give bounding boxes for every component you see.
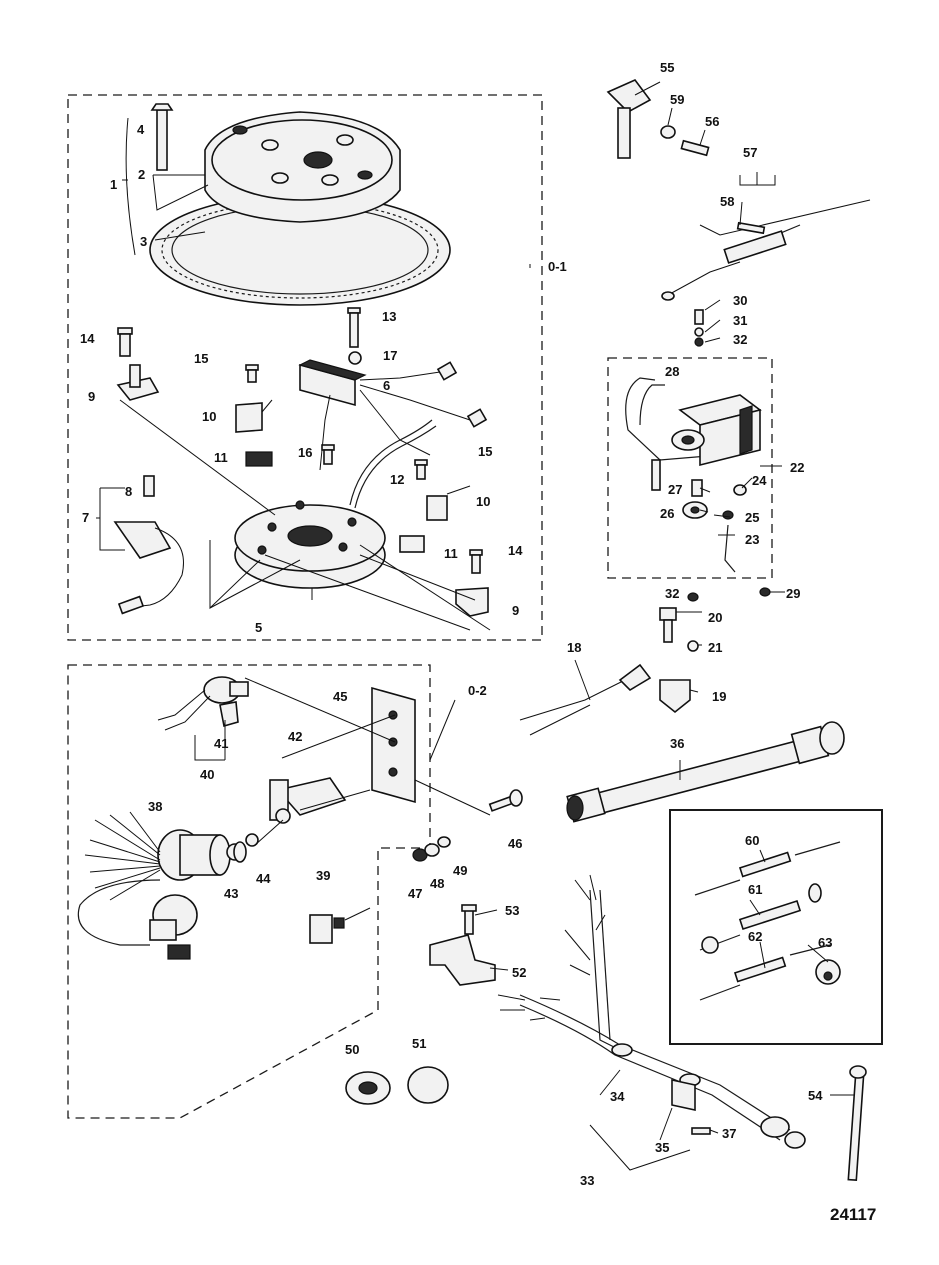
callout-54: 54 (808, 1088, 823, 1103)
main-harness (497, 874, 806, 1171)
callout-41: 41 (214, 736, 228, 751)
drawing-number: 24117 (830, 1205, 876, 1224)
stop-switch (113, 475, 184, 615)
trigger-left (116, 327, 273, 467)
callout-11a: 11 (214, 450, 228, 465)
callout-6: 6 (383, 378, 390, 393)
callout-3: 3 (140, 234, 147, 249)
callout-16: 16 (298, 445, 312, 460)
callout-group-0-2: 0-2 (468, 683, 487, 698)
callout-19: 19 (712, 689, 726, 704)
callout-40: 40 (200, 767, 214, 782)
callout-60: 60 (745, 833, 759, 848)
callout-51: 51 (412, 1036, 426, 1051)
callout-63: 63 (818, 935, 832, 950)
callout-20: 20 (708, 610, 722, 625)
cable-36 (566, 721, 845, 823)
callout-31: 31 (733, 313, 747, 328)
callout-26: 26 (660, 506, 674, 521)
callout-57: 57 (743, 145, 757, 160)
fuse-and-clip (519, 607, 699, 736)
callout-13: 13 (382, 309, 396, 324)
callout-7: 7 (82, 510, 89, 525)
group-60-63-frame (669, 809, 883, 1045)
top-right-parts (606, 79, 871, 301)
callout-23: 23 (745, 532, 759, 547)
callout-61: 61 (748, 882, 762, 897)
callout-38: 38 (148, 799, 162, 814)
callout-42: 42 (288, 729, 302, 744)
leader-lines-right (474, 81, 829, 1141)
callout-46: 46 (508, 836, 522, 851)
ignition-coil (298, 359, 488, 471)
callout-10a: 10 (202, 409, 216, 424)
callout-58: 58 (720, 194, 734, 209)
callout-36: 36 (670, 736, 684, 751)
callout-10b: 10 (476, 494, 490, 509)
leader-lines-0-2 (194, 677, 491, 921)
stator-plate (234, 500, 386, 600)
callout-62: 62 (748, 929, 762, 944)
callout-9a: 9 (88, 389, 95, 404)
wire-leads-60-63 (694, 841, 841, 1001)
group-22-frame (607, 357, 773, 579)
callout-15b: 15 (478, 444, 492, 459)
grommets-and-bracket (345, 904, 496, 1105)
callout-49: 49 (453, 863, 467, 878)
callout-5: 5 (255, 620, 262, 635)
callout-9b: 9 (512, 603, 519, 618)
callout-15a: 15 (194, 351, 208, 366)
callout-53: 53 (505, 903, 519, 918)
callout-45: 45 (333, 689, 347, 704)
callout-55: 55 (660, 60, 674, 75)
callout-18: 18 (567, 640, 581, 655)
callout-12: 12 (390, 472, 404, 487)
ignition-switch-assembly (77, 676, 523, 960)
callout-56: 56 (705, 114, 719, 129)
callout-30: 30 (733, 293, 747, 308)
callout-34: 34 (610, 1089, 625, 1104)
callout-14a: 14 (80, 331, 95, 346)
cable-tie-54 (830, 1065, 867, 1182)
callout-48: 48 (430, 876, 444, 891)
callout-43: 43 (224, 886, 238, 901)
callout-labels: 1 2 3 4 5 6 7 8 9 9 10 10 11 11 12 13 14… (80, 60, 832, 1188)
callout-25: 25 (745, 510, 759, 525)
flywheel (149, 103, 451, 306)
callout-59: 59 (670, 92, 684, 107)
callout-24: 24 (752, 473, 767, 488)
callout-11b: 11 (444, 546, 458, 561)
callout-2: 2 (138, 167, 145, 182)
callout-33: 33 (580, 1173, 594, 1188)
leader-lines-0-1 (96, 117, 531, 631)
callout-37: 37 (722, 1126, 736, 1141)
callout-22: 22 (790, 460, 804, 475)
solenoid-assembly (625, 309, 771, 602)
callout-44: 44 (256, 871, 271, 886)
trigger-right (321, 307, 489, 617)
callout-39: 39 (316, 868, 330, 883)
callout-28: 28 (665, 364, 679, 379)
callout-32a: 32 (733, 332, 747, 347)
callout-32b: 32 (665, 586, 679, 601)
callout-27: 27 (668, 482, 682, 497)
callout-4: 4 (137, 122, 145, 137)
callout-47: 47 (408, 886, 422, 901)
callout-52: 52 (512, 965, 526, 980)
callout-17: 17 (383, 348, 397, 363)
callout-14b: 14 (508, 543, 523, 558)
callout-group-0-1: 0-1 (548, 259, 567, 274)
callout-8: 8 (125, 484, 132, 499)
callout-1: 1 (110, 177, 117, 192)
callout-29: 29 (786, 586, 800, 601)
stator-harness (349, 419, 433, 506)
group-0-2-frame (67, 664, 431, 1119)
callout-35: 35 (655, 1140, 669, 1155)
callout-50: 50 (345, 1042, 359, 1057)
callout-21: 21 (708, 640, 722, 655)
